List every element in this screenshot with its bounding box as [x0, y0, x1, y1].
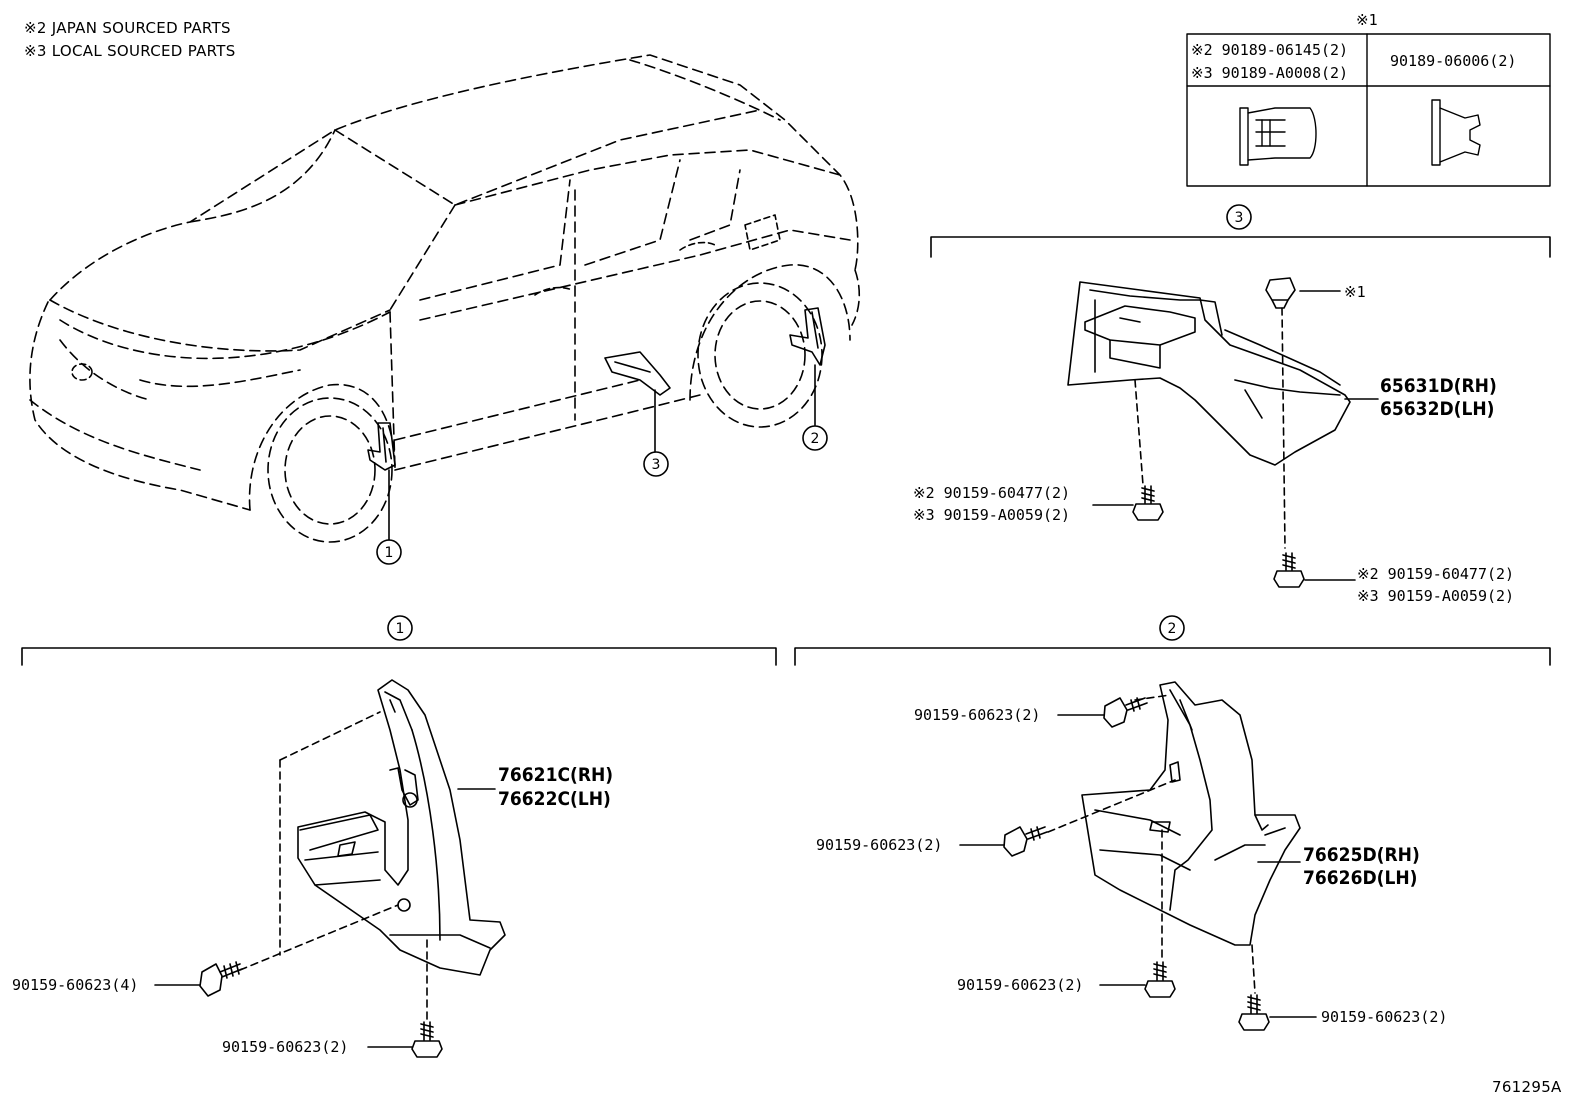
section1-bolt-side: 90159-60623(4) — [12, 976, 138, 994]
clip-table — [1186, 33, 1551, 187]
callout-label-1-vehicle: 1 — [385, 545, 394, 561]
vehicle-rocker-cover — [604, 351, 671, 396]
section2-bolt-bottom-right: 90159-60623(2) — [1321, 1008, 1447, 1026]
clip-table-right: 90189-06006(2) — [1390, 52, 1516, 70]
bolt-icon — [1273, 552, 1305, 588]
clip-table-left-line2: ※3 90189-A0008(2) — [1191, 64, 1348, 82]
bolt-icon — [1103, 697, 1148, 728]
clip-pin-icon — [1431, 99, 1481, 166]
section3-bolt-right-1: ※2 90159-60477(2) — [1357, 565, 1514, 583]
section3-bolt-left-2: ※3 90159-A0059(2) — [913, 506, 1070, 524]
section2-part-rh: 76625D(RH) — [1303, 844, 1420, 866]
callout-label-1-section: 1 — [396, 621, 405, 637]
section-3-bracket — [930, 236, 1551, 258]
illustration-id: 761295A — [1492, 1078, 1562, 1096]
rear-mudflap-part — [1081, 681, 1301, 946]
bolt-icon — [1132, 485, 1164, 521]
callout-circle-3-section — [1226, 204, 1252, 230]
section2-bolt-bottom-left: 90159-60623(2) — [957, 976, 1083, 994]
callout-circle-3-vehicle — [643, 451, 669, 477]
section3-bolt-left-1: ※2 90159-60477(2) — [913, 484, 1070, 502]
callout-circle-2-section — [1159, 615, 1185, 641]
callout-circle-2-vehicle — [802, 425, 828, 451]
front-mudflap-part — [297, 679, 506, 976]
bolt-icon — [1003, 826, 1048, 857]
clip-marker-label: ※1 — [1344, 283, 1366, 301]
clip-table-marker: ※1 — [1356, 11, 1378, 29]
callout-label-3-section: 3 — [1235, 210, 1244, 226]
clip-table-left-line1: ※2 90189-06145(2) — [1191, 41, 1348, 59]
clip-marker-icon — [1265, 277, 1296, 309]
clip-rivet-icon — [1239, 107, 1317, 166]
section2-bolt-top: 90159-60623(2) — [914, 706, 1040, 724]
callout-circle-1-vehicle — [376, 539, 402, 565]
callout-label-2-section: 2 — [1168, 621, 1177, 637]
vehicle-illustration — [29, 54, 861, 543]
callout-label-3-vehicle: 3 — [652, 457, 661, 473]
callout-label-2-vehicle: 2 — [811, 431, 820, 447]
section1-part-lh: 76622C(LH) — [498, 788, 611, 810]
section-2-bracket — [794, 647, 1551, 666]
section1-part-rh: 76621C(RH) — [498, 764, 613, 786]
section3-part-lh: 65632D(LH) — [1380, 398, 1494, 420]
section2-part-lh: 76626D(LH) — [1303, 867, 1417, 889]
rocker-cover-part — [1067, 281, 1351, 466]
bolt-icon — [199, 961, 243, 997]
vehicle-mudflap-rear — [789, 307, 826, 366]
bolt-icon — [1238, 994, 1270, 1031]
note-local-sourced: ※3 LOCAL SOURCED PARTS — [24, 42, 236, 60]
section2-bolt-mid: 90159-60623(2) — [816, 836, 942, 854]
bolt-icon — [411, 1021, 443, 1058]
vehicle-mudflap-front — [367, 422, 396, 471]
callout-circle-1-section — [387, 615, 413, 641]
bolt-icon — [1144, 961, 1176, 998]
section-1-bracket — [21, 647, 777, 666]
section1-bolt-bottom: 90159-60623(2) — [222, 1038, 348, 1056]
note-japan-sourced: ※2 JAPAN SOURCED PARTS — [24, 19, 231, 37]
section3-bolt-right-2: ※3 90159-A0059(2) — [1357, 587, 1514, 605]
section3-part-rh: 65631D(RH) — [1380, 375, 1497, 397]
